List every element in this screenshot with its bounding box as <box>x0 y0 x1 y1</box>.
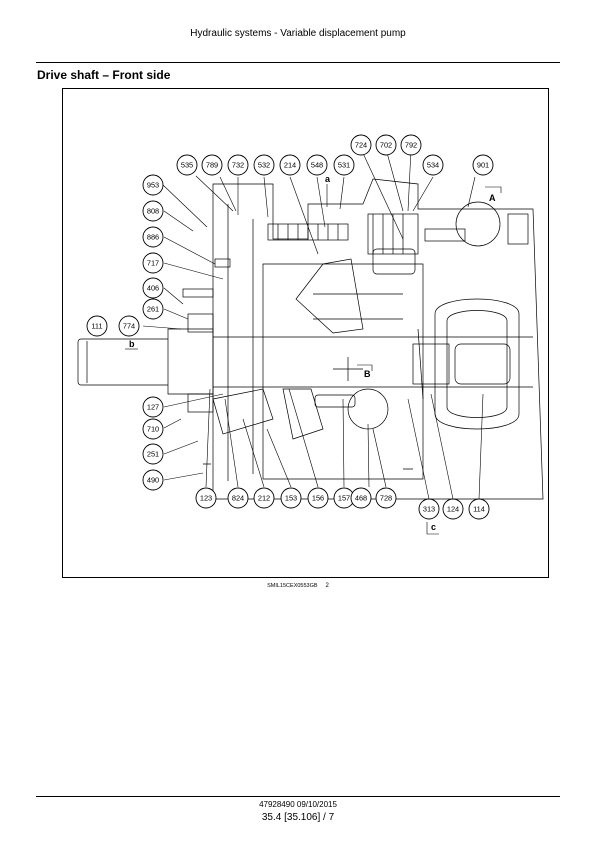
svg-text:808: 808 <box>147 207 159 216</box>
figure-frame: a b c A B 535 789 732 532 214 548 531 72… <box>62 88 549 578</box>
svg-text:261: 261 <box>147 305 159 314</box>
callout-774: 774 <box>118 315 140 337</box>
svg-text:157: 157 <box>338 494 350 503</box>
svg-text:789: 789 <box>206 161 218 170</box>
callout-214: 214 <box>279 154 301 176</box>
callout-717: 717 <box>142 252 164 274</box>
svg-text:251: 251 <box>147 450 159 459</box>
callout-534: 534 <box>422 154 444 176</box>
section-title: Drive shaft – Front side <box>37 68 171 82</box>
svg-text:214: 214 <box>284 161 296 170</box>
ref-letter-b: b <box>129 339 135 349</box>
svg-text:535: 535 <box>181 161 193 170</box>
header-rule <box>36 62 560 63</box>
page-number: 35.4 [35.106] / 7 <box>261 812 335 823</box>
svg-text:824: 824 <box>232 494 244 503</box>
svg-text:123: 123 <box>200 494 212 503</box>
callout-728: 728 <box>375 487 397 509</box>
callout-710: 710 <box>142 418 164 440</box>
svg-text:548: 548 <box>311 161 323 170</box>
ref-letter-A: A <box>489 193 496 203</box>
callout-124: 124 <box>442 498 464 520</box>
svg-text:111: 111 <box>91 322 102 331</box>
callout-548: 548 <box>306 154 328 176</box>
callout-123: 123 <box>195 487 217 509</box>
svg-text:127: 127 <box>147 403 159 412</box>
callout-724: 724 <box>350 134 372 156</box>
svg-text:531: 531 <box>338 161 350 170</box>
callout-808: 808 <box>142 200 164 222</box>
figure-code: SMIL15CEX0553GB <box>267 583 318 589</box>
callout-953: 953 <box>142 174 164 196</box>
callout-532: 532 <box>253 154 275 176</box>
svg-text:953: 953 <box>147 181 159 190</box>
svg-text:728: 728 <box>380 494 392 503</box>
ref-letter-a: a <box>325 174 331 184</box>
svg-text:724: 724 <box>355 141 367 150</box>
svg-text:732: 732 <box>232 161 244 170</box>
callout-127: 127 <box>142 396 164 418</box>
callout-313: 313 <box>418 498 440 520</box>
callout-531: 531 <box>333 154 355 176</box>
callout-406: 406 <box>142 277 164 299</box>
figure-number: 2 <box>325 583 329 589</box>
svg-text:468: 468 <box>355 494 367 503</box>
callout-261: 261 <box>142 298 164 320</box>
svg-text:774: 774 <box>123 322 135 331</box>
svg-text:532: 532 <box>258 161 270 170</box>
callout-212: 212 <box>253 487 275 509</box>
callout-732: 732 <box>227 154 249 176</box>
callout-251: 251 <box>142 443 164 465</box>
svg-text:886: 886 <box>147 233 159 242</box>
footer-rule <box>36 796 560 797</box>
svg-text:702: 702 <box>380 141 392 150</box>
svg-text:792: 792 <box>405 141 417 150</box>
svg-text:534: 534 <box>427 161 439 170</box>
pump-drawing: a b c A B 535 789 732 532 214 548 531 72… <box>77 134 544 535</box>
callout-468: 468 <box>350 487 372 509</box>
callout-901: 901 <box>472 154 494 176</box>
callout-153: 153 <box>280 487 302 509</box>
callout-111: 111 <box>86 315 108 337</box>
ref-letter-c: c <box>431 522 436 532</box>
callout-789: 789 <box>201 154 223 176</box>
svg-text:406: 406 <box>147 284 159 293</box>
ref-letter-B: B <box>364 369 371 379</box>
callout-702: 702 <box>375 134 397 156</box>
svg-text:901: 901 <box>477 161 489 170</box>
callout-490: 490 <box>142 469 164 491</box>
svg-text:114: 114 <box>473 505 485 514</box>
callout-156: 156 <box>307 487 329 509</box>
svg-text:710: 710 <box>147 425 159 434</box>
callout-535: 535 <box>176 154 198 176</box>
svg-text:156: 156 <box>312 494 324 503</box>
figure-caption: SMIL15CEX0553GB 2 <box>0 583 596 589</box>
callout-824: 824 <box>227 487 249 509</box>
svg-text:490: 490 <box>147 476 159 485</box>
footer-code: 47928490 09/10/2015 <box>259 800 337 809</box>
callout-792: 792 <box>400 134 422 156</box>
svg-text:717: 717 <box>147 259 159 268</box>
svg-text:313: 313 <box>423 505 435 514</box>
svg-text:153: 153 <box>285 494 297 503</box>
page-header-title: Hydraulic systems - Variable displacemen… <box>190 28 406 39</box>
callout-114: 114 <box>468 498 490 520</box>
svg-text:212: 212 <box>258 494 270 503</box>
callout-886: 886 <box>142 226 164 248</box>
svg-text:124: 124 <box>447 505 459 514</box>
